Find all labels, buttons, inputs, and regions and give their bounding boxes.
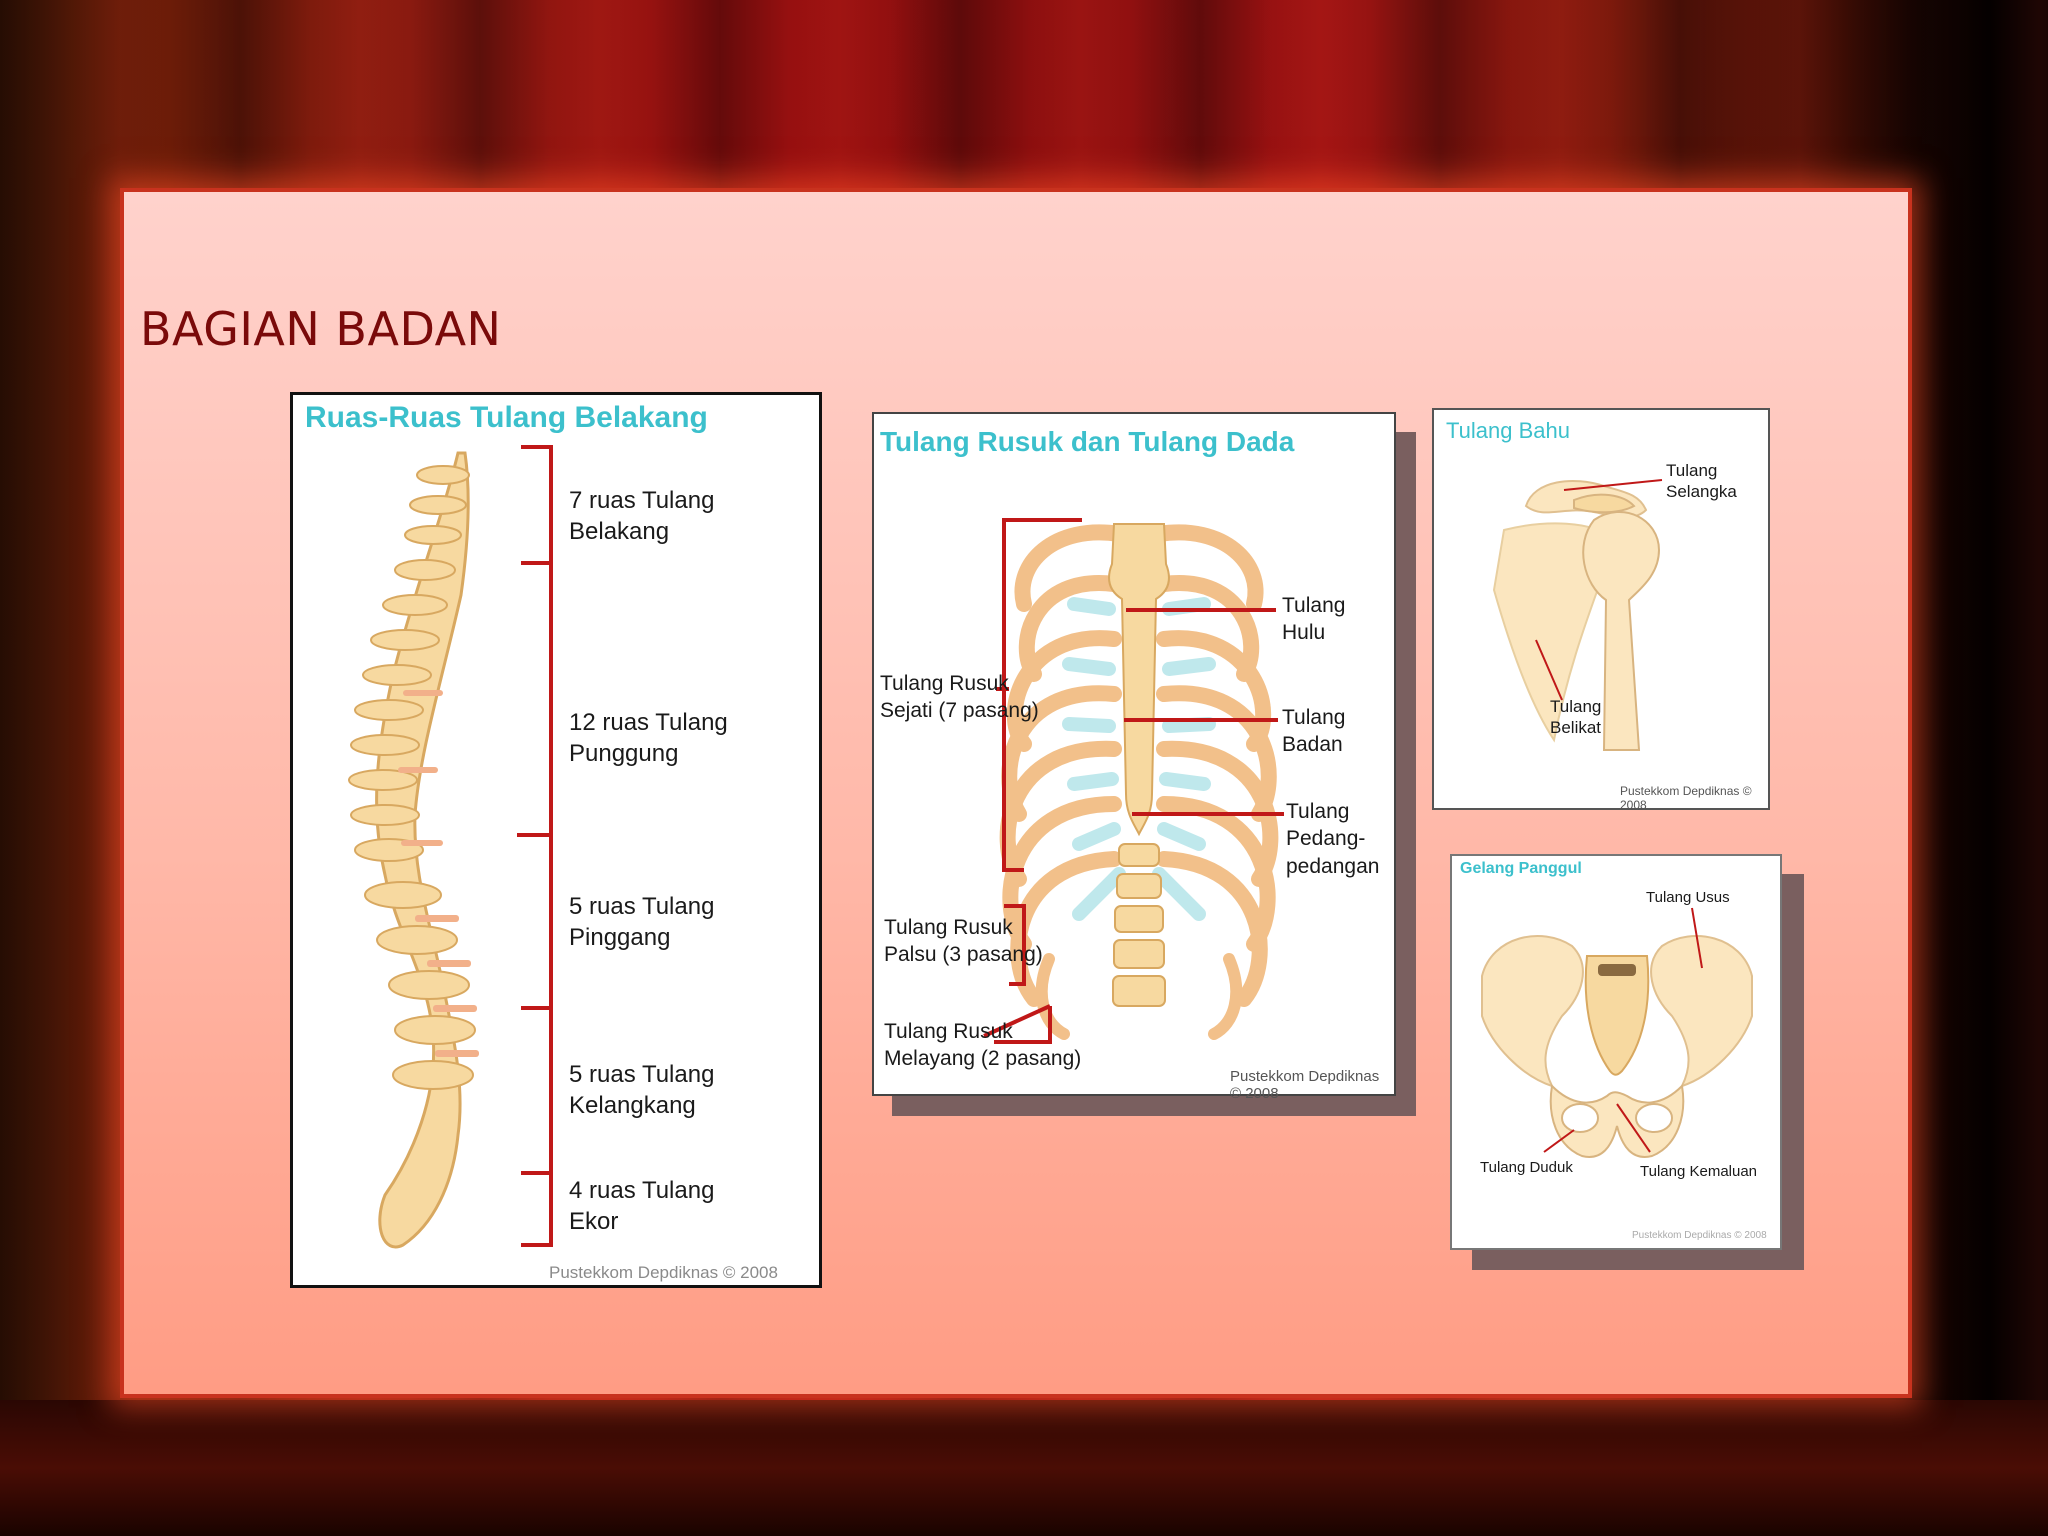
pelvis-illustration [1481,907,1753,1158]
spine-label-ekor: 4 ruas Tulang Ekor [569,1177,715,1236]
spine-label-kelangkang: 5 ruas Tulang Kelangkang [569,1061,715,1120]
pelvis-label-usus: Tulang Usus [1646,889,1730,906]
spine-label-belakang: 7 ruas Tulang Belakang [569,487,715,546]
spine-diagram: Ruas-Ruas Tulang Belakang [290,392,822,1288]
shoulder-illustration [1492,479,1663,751]
spine-label-punggung: 12 ruas Tulang Punggung [569,709,728,768]
pelvis-title: Gelang Panggul [1460,860,1582,877]
pelvis-label-kemaluan: Tulang Kemaluan [1640,1163,1758,1180]
ribcage-label-badan: Tulang Badan [1282,706,1346,757]
ribcage-label-hulu: Tulang Hulu [1282,594,1346,645]
shoulder-credit: Pustekkom Depdiknas © 2008 [1620,784,1752,812]
pelvis-label-duduk: Tulang Duduk [1480,1159,1573,1176]
shoulder-diagram: Tulang Bahu Tulang Selangka Tulang Belik… [1432,408,1770,812]
pelvis-credit: Pustekkom Depdiknas © 2008 [1632,1230,1767,1241]
shoulder-title: Tulang Bahu [1446,418,1570,443]
shoulder-label-belikat: Tulang Belikat [1550,697,1602,738]
spine-title: Ruas-Ruas Tulang Belakang [305,401,708,434]
curtain-floor [0,1400,2048,1536]
ribcage-label-pedang: Tulang Pedang- pedangan [1286,800,1380,878]
spine-illustration [348,445,553,1249]
pelvis-diagram: Gelang Panggul Tulang Usus Tulang Duduk … [1450,854,1782,1250]
spine-credit: Pustekkom Depdiknas © 2008 [549,1263,778,1282]
ribcage-credit: Pustekkom Depdiknas © 2008 [1230,1068,1380,1102]
ribcage-label-sejati: Tulang Rusuk Sejati (7 pasang) [880,672,1039,723]
ribcage-illustration [983,518,1284,1044]
ribcage-label-palsu: Tulang Rusuk Palsu (3 pasang) [884,916,1043,967]
shoulder-label-selangka: Tulang Selangka [1666,461,1737,502]
slide-title: BAGIAN BADAN [140,302,502,356]
ribcage-diagram: Tulang Rusuk dan Tulang Dada [872,412,1396,1102]
spine-label-pinggang: 5 ruas Tulang Pinggang [569,893,715,952]
ribcage-label-melayang: Tulang Rusuk Melayang (2 pasang) [884,1020,1082,1071]
ribcage-title: Tulang Rusuk dan Tulang Dada [880,426,1295,457]
